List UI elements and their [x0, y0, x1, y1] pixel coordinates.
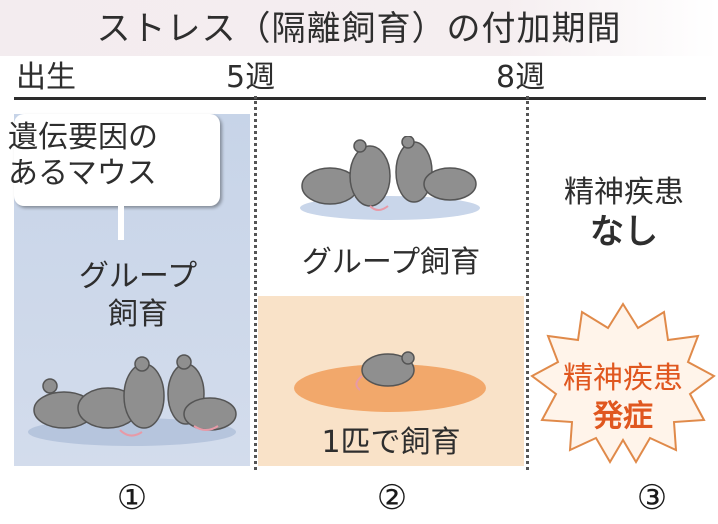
panel3-label: 1匹で飼育 — [321, 425, 461, 460]
marker-2: ② — [376, 478, 408, 518]
isolation-pad — [294, 364, 486, 412]
panel2-label: グループ飼育 — [301, 245, 481, 280]
callout-text-line2: あるマウス — [8, 156, 157, 191]
timeline-axis — [14, 97, 706, 100]
header-band — [0, 0, 718, 56]
timeline-label-8weeks: 8週 — [496, 60, 546, 95]
mice-group-illustration-2 — [300, 136, 480, 220]
outcome-bottom-line1: 精神疾患 — [563, 361, 683, 396]
panel1-label-line2: 飼育 — [108, 297, 168, 332]
timeline-label-5weeks: 5週 — [226, 60, 276, 95]
callout-pointer — [118, 204, 124, 240]
diagram-title: ストレス（隔離飼育）の付加期間 — [96, 9, 622, 49]
divider-5weeks — [254, 96, 257, 470]
mouse-icon — [183, 397, 237, 431]
marker-1: ① — [116, 478, 148, 518]
mouse-icon — [395, 141, 433, 203]
burst-icon — [530, 302, 716, 464]
divider-8weeks — [526, 96, 529, 470]
outcome-bottom-line2: 発症 — [593, 399, 653, 434]
panel1-label-line1: グループ — [78, 259, 198, 294]
mouse-icon — [423, 167, 477, 201]
mouse-icon — [349, 145, 391, 207]
callout-text-line1: 遺伝要因の — [8, 120, 158, 155]
mouse-icon — [361, 353, 415, 387]
isolated-mouse-illustration — [294, 351, 486, 412]
mouse-icon — [123, 363, 165, 429]
mice-group-illustration-1 — [28, 354, 237, 446]
genetic-factor-callout — [14, 114, 220, 206]
outcome-top-line2: なし — [590, 212, 658, 252]
marker-3: ③ — [636, 478, 668, 518]
outcome-top-line1: 精神疾患 — [564, 175, 684, 210]
timeline-label-birth: 出生 — [16, 60, 76, 95]
